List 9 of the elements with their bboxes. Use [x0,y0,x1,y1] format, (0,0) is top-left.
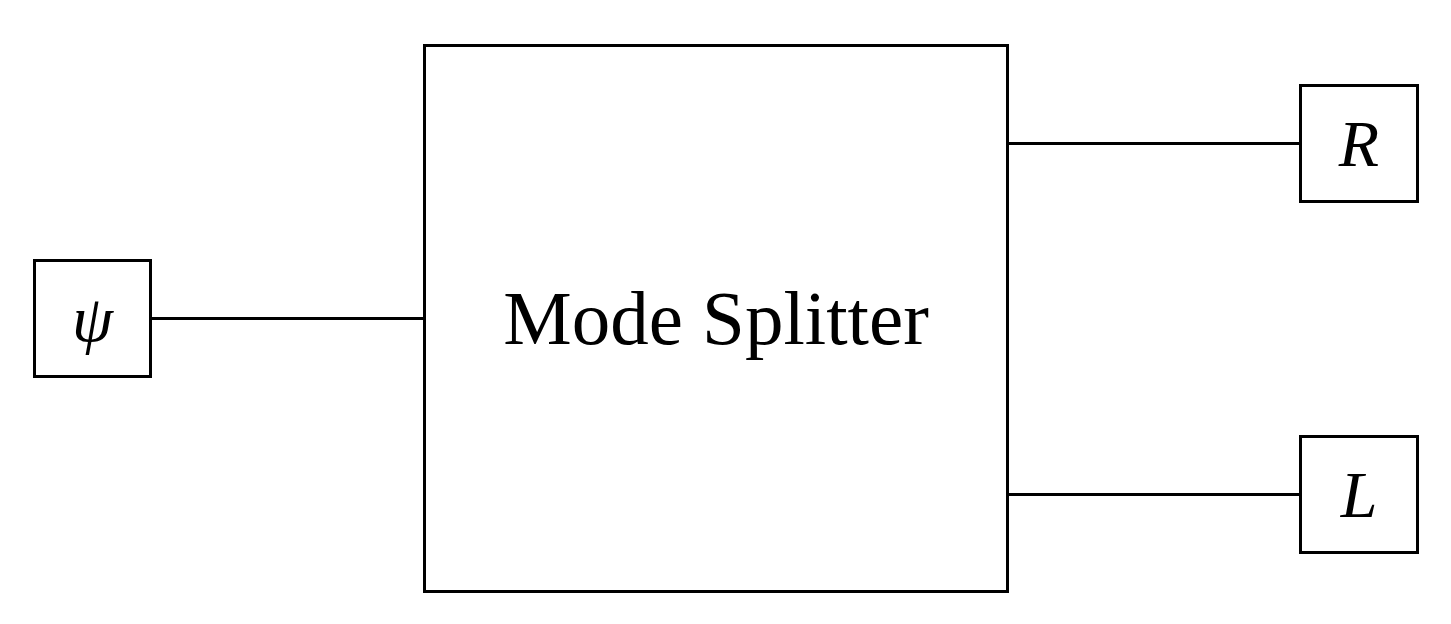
connector-line [1009,142,1299,145]
splitter-box [423,44,1009,593]
node-label: L [1340,461,1378,528]
output-box [1299,435,1419,554]
node-label: R [1338,110,1380,177]
input-state-box [33,259,152,378]
output-box [1299,84,1419,203]
connector-line [1009,493,1299,496]
connector-line [152,317,423,320]
